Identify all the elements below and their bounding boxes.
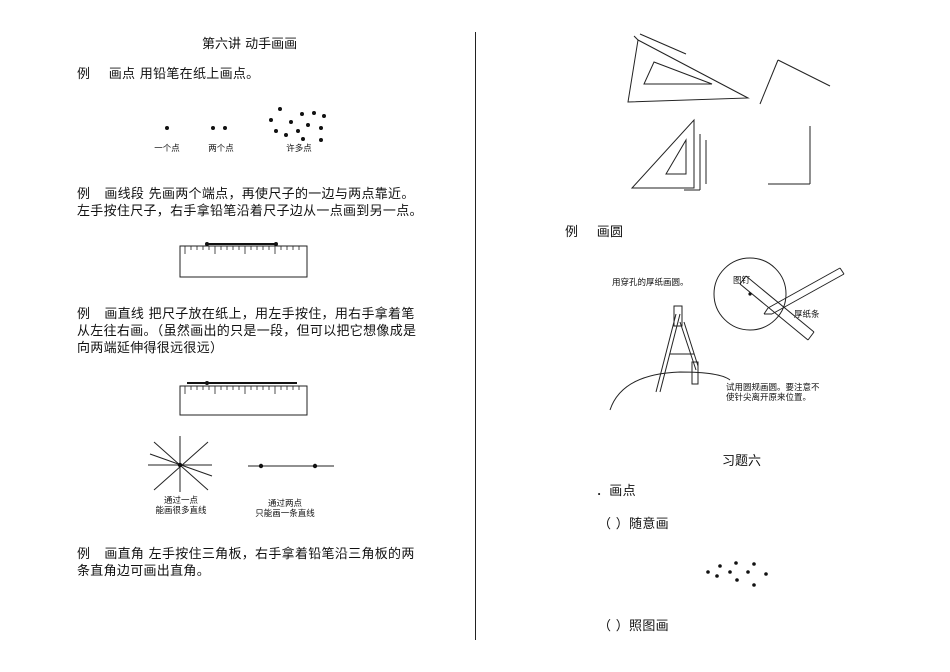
example-label: 例	[77, 187, 91, 202]
dots-figure	[165, 107, 326, 142]
lines-through-one-point	[148, 436, 213, 492]
example-text: 画圆	[596, 225, 624, 240]
caption-two-points: 通过两点 只能画一条直线	[246, 499, 324, 519]
caption-pin: 图钉	[733, 276, 751, 286]
caption-line: 能画很多直线	[155, 506, 207, 516]
dots-label-many: 许多点	[286, 144, 312, 154]
example-2: 例画线段 先画两个端点，再使尺子的一边与两点靠近。 左手按住尺子，右手拿铅笔沿着…	[77, 186, 423, 220]
circle-drawing-figure	[609, 257, 845, 411]
caption-line: 通过两点	[267, 499, 302, 509]
dots-label-two: 两个点	[208, 144, 234, 154]
example-label: 例	[77, 547, 91, 562]
example-text-line: 从左往右画。（虽然画出的只是一段，但可以把它想像成是	[77, 324, 417, 339]
exercise-title: 习题六	[722, 454, 762, 469]
example-label: 例	[77, 67, 91, 82]
caption-line: 通过一点	[163, 496, 198, 506]
example-text-line: 画直线 把尺子放在纸上，用左手按住，用右手拿着笔	[104, 307, 415, 322]
example-3: 例画直线 把尺子放在纸上，用左手按住，用右手拿着笔 从左往右画。（虽然画出的只是…	[77, 306, 416, 357]
example-label: 例	[565, 225, 579, 240]
line-through-two-points	[248, 463, 334, 469]
example-text-line: 向两端延伸得很远很远）	[77, 341, 224, 356]
column-divider	[475, 32, 476, 640]
example-text-line: 条直角边可画出直角。	[77, 564, 211, 579]
example-5: 例 画圆	[565, 224, 623, 241]
random-dots-figure	[706, 561, 768, 587]
question-1: ．画点	[596, 484, 636, 499]
example-text: 画点 用铅笔在纸上画点。	[108, 67, 260, 82]
page-title: 第六讲 动手画画	[202, 37, 298, 52]
question-1b: （ ）照图画	[598, 619, 669, 634]
caption-line: 使针尖离开原来位置。	[726, 393, 812, 403]
example-4: 例画直角 左手按住三角板，右手拿着铅笔沿三角板的两 条直角边可画出直角。	[77, 546, 415, 580]
example-text-line: 左手按住尺子，右手拿铅笔沿着尺子边从一点画到另一点。	[77, 204, 423, 219]
set-square-figure	[627, 33, 831, 191]
question-1a: （ ）随意画	[598, 517, 669, 532]
dots-label-one: 一个点	[154, 144, 180, 154]
ruler-line-figure	[179, 381, 308, 416]
example-label: 例	[77, 307, 91, 322]
example-1: 例 画点 用铅笔在纸上画点。	[77, 66, 259, 83]
caption-line: 试用圆规画圆。要注意不	[726, 383, 820, 393]
caption-one-point: 通过一点 能画很多直线	[146, 496, 216, 516]
caption-line: 只能画一条直线	[255, 509, 315, 519]
example-text-line: 画直角 左手按住三角板，右手拿着铅笔沿三角板的两	[104, 547, 415, 562]
caption-strip: 厚纸条	[794, 310, 820, 320]
example-text-line: 画线段 先画两个端点，再使尺子的一边与两点靠近。	[104, 187, 415, 202]
caption-hole: 用穿孔的厚纸画圆。	[612, 278, 689, 288]
caption-compass: 试用圆规画圆。要注意不 使针尖离开原来位置。	[726, 383, 820, 403]
ruler-segment-figure	[179, 242, 308, 278]
